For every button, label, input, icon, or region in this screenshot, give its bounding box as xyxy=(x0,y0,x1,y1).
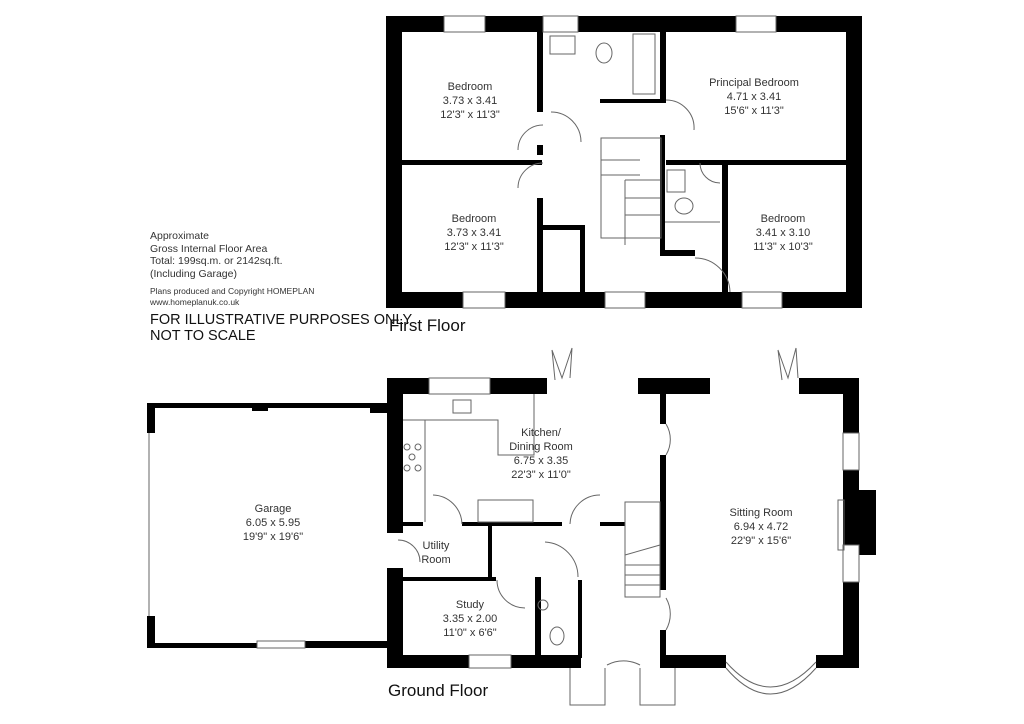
area-label-gross: Gross Internal Floor Area xyxy=(150,242,268,255)
area-total: Total: 199sq.m. or 2142sq.ft. xyxy=(150,255,283,267)
copyright-text: Plans produced and Copyright HOMEPLAN xyxy=(150,286,315,296)
area-label-approx: Approximate xyxy=(150,230,209,242)
first-floor-walls xyxy=(386,16,862,308)
floor-area-info: Approximate Gross Internal Floor Area To… xyxy=(150,230,412,344)
disclaimer-illustrative: FOR ILLUSTRATIVE PURPOSES ONLY xyxy=(150,312,413,328)
area-note: (Including Garage) xyxy=(150,267,237,280)
website-text: www.homeplanuk.co.uk xyxy=(150,296,240,307)
first-floor-title: First Floor xyxy=(389,316,466,335)
ground-floor-fixtures xyxy=(148,347,860,706)
first-floor-fixtures xyxy=(443,15,783,309)
disclaimer-scale: NOT TO SCALE xyxy=(150,328,256,344)
ground-floor-walls xyxy=(147,378,876,668)
ground-floor-title: Ground Floor xyxy=(388,681,489,700)
